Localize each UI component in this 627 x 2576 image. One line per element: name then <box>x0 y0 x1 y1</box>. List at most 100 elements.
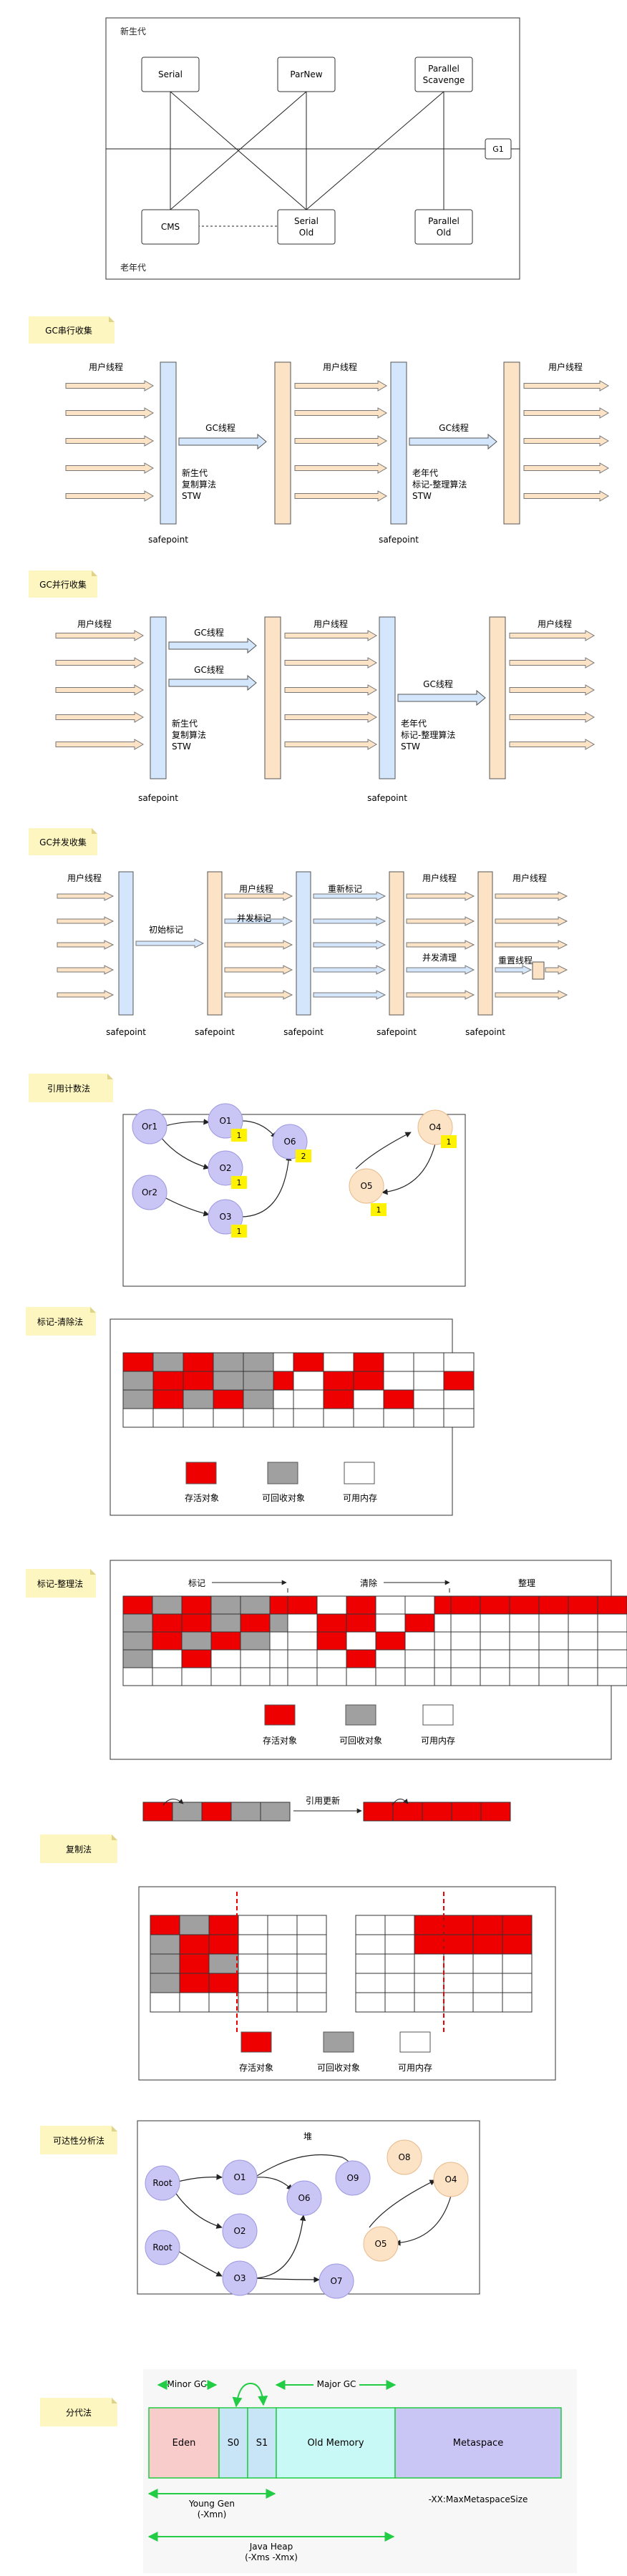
memory-cell <box>316 1595 347 1615</box>
memory-cell <box>122 1631 153 1651</box>
memory-cell <box>502 1992 533 2013</box>
serial-young-desc-3: STW <box>182 491 201 501</box>
parallel-user-thread-label-1: 用户线程 <box>77 618 112 629</box>
memory-cell <box>383 1408 414 1428</box>
memory-cell <box>150 1992 180 2013</box>
reset-thread-arrow <box>495 965 533 975</box>
parallel-gc-thread-label-2: GC线程 <box>194 664 224 675</box>
memory-cell <box>450 1649 481 1668</box>
user-thread-arrow <box>57 990 115 1000</box>
memory-cell <box>240 1649 271 1668</box>
memory-cell <box>450 1631 481 1651</box>
memory-cell <box>413 1371 444 1391</box>
memory-cell <box>597 1667 627 1686</box>
parallel-safepoint-bar-3 <box>379 616 396 779</box>
node-root-1 <box>145 2165 180 2201</box>
concurrent-sweep-arrow <box>406 965 475 975</box>
memory-cell <box>122 1613 153 1633</box>
parallel-safepoint-label-2: safepoint <box>367 793 407 803</box>
memory-cell <box>122 1595 153 1615</box>
user-thread-arrow <box>55 711 144 723</box>
serial-safepoint-bar-4 <box>503 361 520 525</box>
user-thread-arrow <box>509 711 595 723</box>
count-o1 <box>231 1129 247 1142</box>
s1-region <box>247 2407 277 2479</box>
concurrent-reset-block <box>532 961 545 980</box>
concurrent-thread-arrows <box>57 891 568 1000</box>
memory-cell <box>201 1802 232 1822</box>
memory-cell <box>375 1667 406 1686</box>
ref-count-tag-label: 引用计数法 <box>47 1083 90 1094</box>
edge-or1-o2 <box>160 1136 210 1170</box>
memory-cell <box>502 1973 533 1993</box>
memory-cell <box>480 1802 511 1822</box>
cp-legend-live-label: 存活对象 <box>239 2063 273 2073</box>
user-thread-arrow <box>523 380 609 392</box>
serial-young-desc-1: 新生代 <box>182 467 208 478</box>
memory-cell <box>179 1934 210 1955</box>
user-thread-arrow <box>523 435 609 447</box>
memory-cell <box>179 1915 210 1935</box>
memory-cell <box>179 1973 210 1993</box>
user-thread-arrow <box>224 891 293 901</box>
copying-section: 复制法 存活对象 可回收对象 可用内存 <box>40 1834 556 2081</box>
node-o1-label: O1 <box>219 1116 231 1126</box>
memory-cell <box>323 1352 354 1372</box>
memory-cell <box>243 1389 274 1409</box>
memory-cell <box>538 1649 569 1668</box>
mark-sweep-section: 标记-清除法 存活对象 可回收对象 可用内存 <box>26 1307 475 1516</box>
reachability-heap-label: 堆 <box>303 2132 312 2142</box>
memory-cell <box>213 1352 244 1372</box>
count-o4-label: 1 <box>447 1137 452 1147</box>
node-ra-o4 <box>433 2162 469 2197</box>
eden-region <box>148 2407 220 2479</box>
parallel-young-desc-2: 复制算法 <box>172 729 206 740</box>
user-thread-arrow <box>509 684 595 696</box>
node-o6-label: O6 <box>283 1137 296 1147</box>
memory-cell <box>472 1915 503 1935</box>
user-thread-arrow <box>65 380 154 392</box>
memory-cell <box>122 1371 154 1391</box>
user-thread-arrow <box>57 965 115 975</box>
parallel-gc-thread-arrow-3 <box>397 689 486 706</box>
user-thread-arrow <box>523 462 609 474</box>
user-thread-arrow <box>284 630 377 641</box>
user-thread-arrow <box>523 490 609 502</box>
node-ra-o6-label: O6 <box>298 2193 310 2203</box>
mark-compact-grid-compacted <box>450 1595 627 1686</box>
memory-cell <box>404 1667 435 1686</box>
node-o4-label: O4 <box>429 1122 441 1132</box>
parallel-old-desc-3: STW <box>401 742 420 752</box>
serial-label: Serial <box>158 69 183 79</box>
generational-tag <box>40 2398 117 2426</box>
memory-cell <box>323 1371 354 1391</box>
parallel-old-box <box>414 209 473 245</box>
mc-legend-free-swatch <box>422 1704 454 1726</box>
memory-cell <box>293 1371 324 1391</box>
memory-cell <box>296 1992 327 2013</box>
g1-box <box>485 138 512 160</box>
edge-or2-o3 <box>162 1196 210 1217</box>
serial-gc-thread-label-1: GC线程 <box>205 422 235 433</box>
memory-cell <box>502 1915 533 1935</box>
concurrent-gc-tag <box>29 828 97 855</box>
user-thread-arrow <box>55 657 144 669</box>
reachability-tag-label: 可达性分析法 <box>53 2136 104 2146</box>
memory-cell <box>240 1595 271 1615</box>
parallel-user-threads-2 <box>284 630 377 750</box>
memory-cell <box>240 1631 271 1651</box>
user-thread-arrow <box>57 891 115 901</box>
memory-cell <box>414 1915 444 1935</box>
memory-cell <box>150 1973 180 1993</box>
memory-cell <box>597 1649 627 1668</box>
mark-sweep-legend: 存活对象 可回收对象 可用内存 <box>185 1462 377 1503</box>
count-o2 <box>231 1176 247 1189</box>
memory-cell <box>179 1992 210 2013</box>
memory-cell <box>323 1408 354 1428</box>
metaspace-option-label: -XX:MaxMetaspaceSize <box>429 2494 528 2504</box>
mc-legend-free-label: 可用内存 <box>421 1736 455 1746</box>
node-o2-label: O2 <box>219 1163 231 1173</box>
memory-cell <box>355 1992 386 2013</box>
parallel-gc-thread-label-1: GC线程 <box>194 627 224 638</box>
